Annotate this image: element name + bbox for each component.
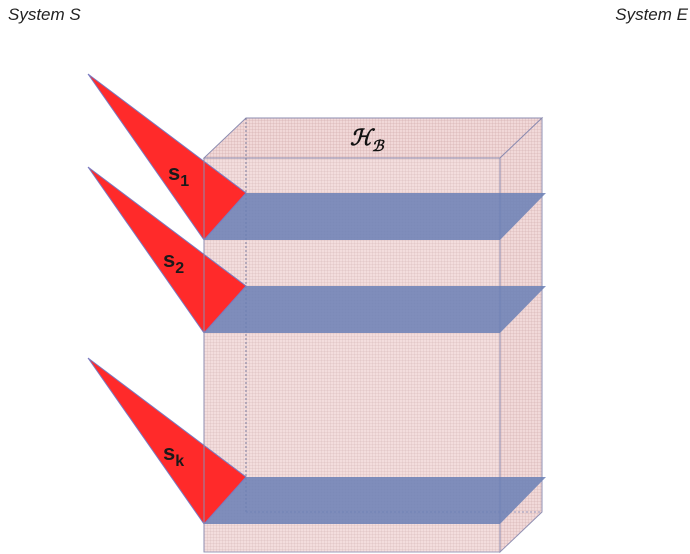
wedge-s1 — [87, 73, 247, 241]
label-sk: sk — [163, 440, 184, 470]
wedge-sk — [87, 357, 247, 525]
label-s1: s1 — [168, 160, 189, 190]
system-s-label: System S — [8, 5, 81, 24]
band-k — [204, 477, 546, 524]
system-e-label: System E — [615, 5, 688, 24]
label-s2: s2 — [163, 247, 184, 277]
band-2 — [204, 286, 546, 333]
band-1 — [204, 193, 546, 240]
wedge-s2 — [87, 166, 247, 334]
hilbert-space-label: ℋℬ — [350, 125, 386, 155]
